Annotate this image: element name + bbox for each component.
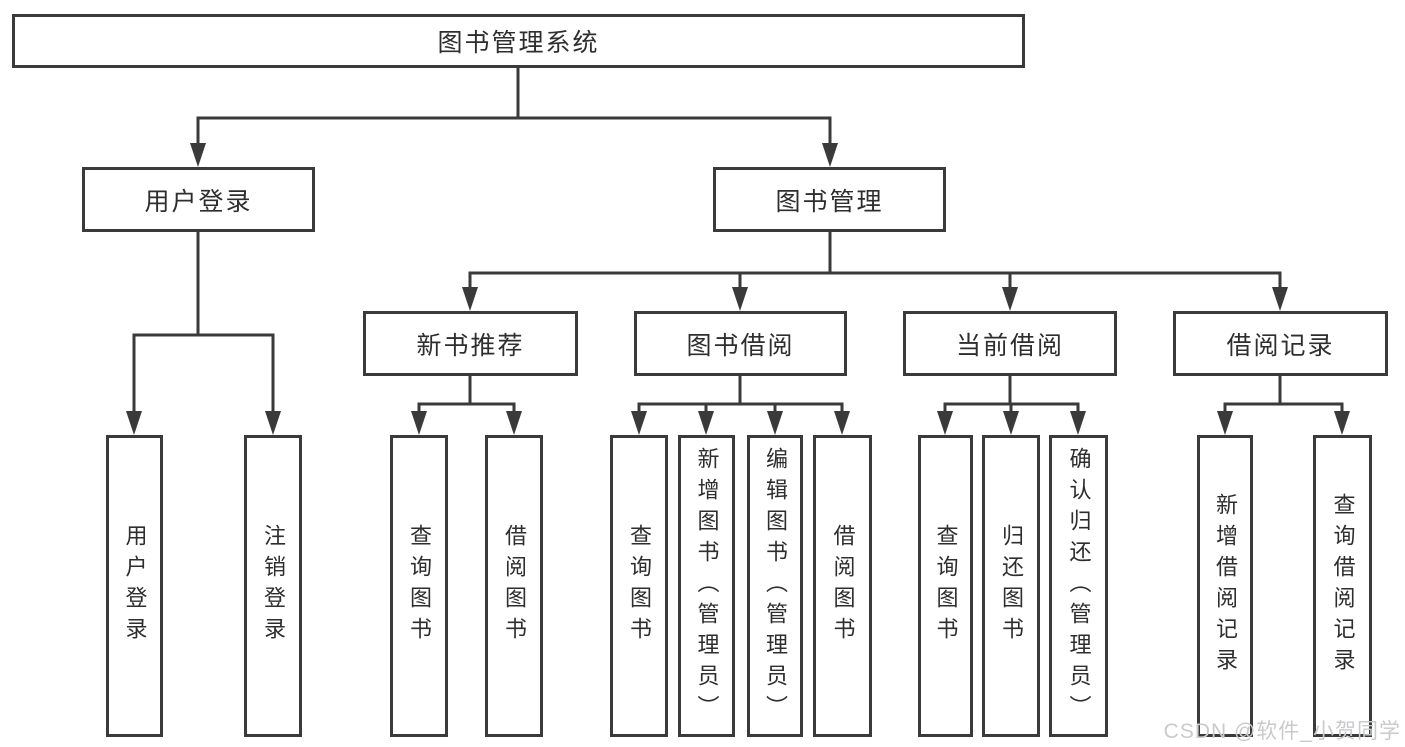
node-label: 查询图书 <box>627 524 652 648</box>
arrowhead-icon <box>265 411 281 435</box>
arrowhead-icon <box>834 411 850 435</box>
leaf-records-add-record: 新增借阅记录 <box>1197 435 1253 737</box>
node-label: 借阅图书 <box>502 524 527 648</box>
arrowhead-icon <box>411 411 427 435</box>
node-library-management-system: 图书管理系统 <box>12 14 1025 68</box>
arrowhead-icon <box>1272 287 1288 311</box>
node-label: 图书管理 <box>775 187 884 216</box>
csdn-watermark: CSDN @软件_小贺同学 <box>1163 720 1401 743</box>
leaf-current-query-books: 查询图书 <box>918 435 973 737</box>
node-label: 新增借阅记录 <box>1213 493 1238 679</box>
leaf-current-confirm-return-admin: 确认归还（管理员） <box>1049 435 1108 737</box>
leaf-current-return-books: 归还图书 <box>982 435 1040 737</box>
arrowhead-icon <box>1217 411 1233 435</box>
arrowhead-icon <box>190 143 206 167</box>
node-label: 新增图书（管理员） <box>694 446 720 726</box>
connector-records-children <box>1223 374 1344 417</box>
arrowhead-icon <box>822 143 838 167</box>
node-label: 借阅图书 <box>830 524 856 648</box>
arrowhead-icon <box>506 411 522 435</box>
node-label: 图书借阅 <box>686 331 795 360</box>
arrowhead-icon <box>1070 411 1086 435</box>
connector-user-login-children <box>132 230 275 417</box>
arrowhead-icon <box>698 411 714 435</box>
node-label: 注销登录 <box>261 524 286 648</box>
connector-borrowing-children <box>637 374 844 417</box>
leaf-newbook-borrow-books: 借阅图书 <box>485 435 543 737</box>
node-label: 当前借阅 <box>955 331 1064 360</box>
node-label: 查询图书 <box>407 524 432 648</box>
node-book-management: 图书管理 <box>713 167 946 232</box>
arrowhead-icon <box>937 411 953 435</box>
leaf-records-query-record: 查询借阅记录 <box>1313 435 1372 737</box>
connector-current-children <box>943 374 1080 417</box>
node-label: 用户登录 <box>122 524 148 648</box>
arrowhead-icon <box>1003 411 1019 435</box>
leaf-borrow-query-books: 查询图书 <box>610 435 668 737</box>
arrowhead-icon <box>732 287 748 311</box>
arrowhead-icon <box>767 411 783 435</box>
node-label: 查询图书 <box>933 524 959 648</box>
node-label: 图书管理系统 <box>437 29 600 57</box>
node-current-borrowing: 当前借阅 <box>903 311 1117 376</box>
node-new-book-recommend: 新书推荐 <box>363 311 578 376</box>
arrowhead-icon <box>1002 287 1018 311</box>
arrowhead-icon <box>631 411 647 435</box>
leaf-logout: 注销登录 <box>244 435 302 737</box>
node-label: 借阅记录 <box>1226 331 1335 360</box>
leaf-user-login: 用户登录 <box>106 435 163 737</box>
arrowhead-icon <box>462 287 478 311</box>
leaf-borrow-borrow-books: 借阅图书 <box>813 435 872 737</box>
node-label: 新书推荐 <box>416 331 525 360</box>
leaf-newbook-query-books: 查询图书 <box>390 435 448 737</box>
node-book-borrowing: 图书借阅 <box>634 311 847 376</box>
node-user-login: 用户登录 <box>82 167 315 232</box>
leaf-borrow-add-books-admin: 新增图书（管理员） <box>678 435 735 737</box>
connector-new-book-children <box>417 374 516 417</box>
leaf-borrow-edit-books-admin: 编辑图书（管理员） <box>747 435 803 737</box>
arrowhead-icon <box>1334 411 1350 435</box>
node-label: 用户登录 <box>144 187 253 216</box>
node-label: 归还图书 <box>999 524 1024 648</box>
node-label: 编辑图书（管理员） <box>763 446 788 726</box>
connector-book-management-children <box>468 230 1282 294</box>
arrowhead-icon <box>126 411 142 435</box>
node-borrowing-records: 借阅记录 <box>1173 311 1388 376</box>
connector-root-to-level2 <box>196 66 832 150</box>
node-label: 查询借阅记录 <box>1330 493 1356 679</box>
node-label: 确认归还（管理员） <box>1066 446 1092 726</box>
